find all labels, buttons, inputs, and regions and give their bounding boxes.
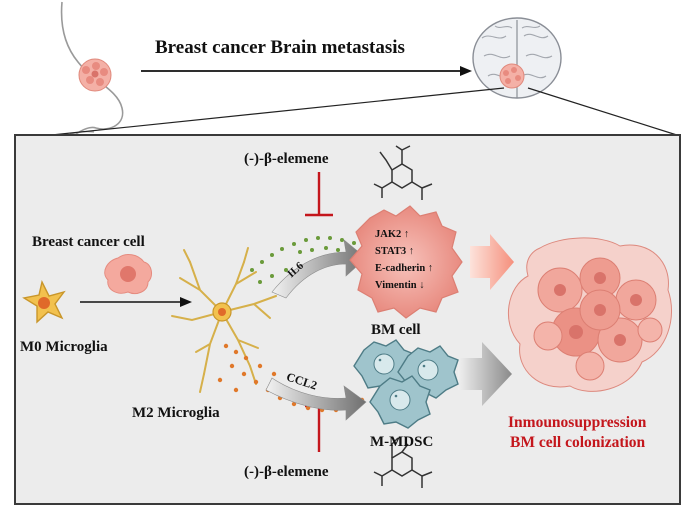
breast-illustration bbox=[60, 1, 124, 135]
outcome-line-2: BM cell colonization bbox=[510, 434, 646, 451]
beta-elemene-molecule-bottom bbox=[373, 437, 433, 488]
m-mdsc-label: M-MDSC bbox=[370, 434, 434, 450]
outcome-line-1: Inmounosuppression bbox=[508, 414, 647, 431]
m0-microglia-label: M0 Microglia bbox=[20, 339, 108, 355]
bm-marker-jak2: JAK2 ↑ bbox=[375, 229, 410, 240]
bm-marker-vimentin: Vimentin ↓ bbox=[375, 280, 425, 291]
drug-label-bottom: (-)-β-elemene bbox=[244, 464, 329, 480]
zoom-line-right bbox=[527, 87, 681, 137]
bm-marker-ecadherin: E-cadherin ↑ bbox=[375, 263, 434, 274]
breast-tumor-icon bbox=[78, 58, 112, 92]
brain-icon bbox=[472, 17, 562, 99]
progression-arrow-pink bbox=[470, 234, 514, 290]
m2-microglia-label: M2 Microglia bbox=[132, 405, 220, 421]
bm-marker-list: JAK2 ↑ STAT3 ↑ E-cadherin ↑ Vimentin ↓ bbox=[375, 226, 433, 294]
il6-secretion-dots bbox=[250, 236, 356, 284]
bm-cell-label: BM cell bbox=[371, 322, 421, 338]
progression-arrow-gray bbox=[458, 342, 512, 406]
m-mdsc-cells bbox=[353, 339, 459, 429]
tumor-colony bbox=[507, 237, 672, 392]
inhibition-top bbox=[305, 172, 333, 217]
m2-microglia-cell bbox=[171, 247, 277, 393]
breast-cancer-cell-label: Breast cancer cell bbox=[32, 234, 145, 250]
drug-label-top: (-)-β-elemene bbox=[244, 151, 329, 167]
beta-elemene-molecule-top bbox=[373, 145, 433, 200]
ccl2-arrow bbox=[265, 377, 367, 421]
zoom-line-left bbox=[41, 87, 505, 137]
bm-marker-stat3: STAT3 ↑ bbox=[375, 246, 414, 257]
breast-cancer-cell bbox=[104, 254, 152, 295]
bm-cell-shape bbox=[349, 205, 463, 319]
page-title: Breast cancer Brain metastasis bbox=[155, 37, 405, 58]
m0-microglia-cell bbox=[22, 279, 66, 324]
